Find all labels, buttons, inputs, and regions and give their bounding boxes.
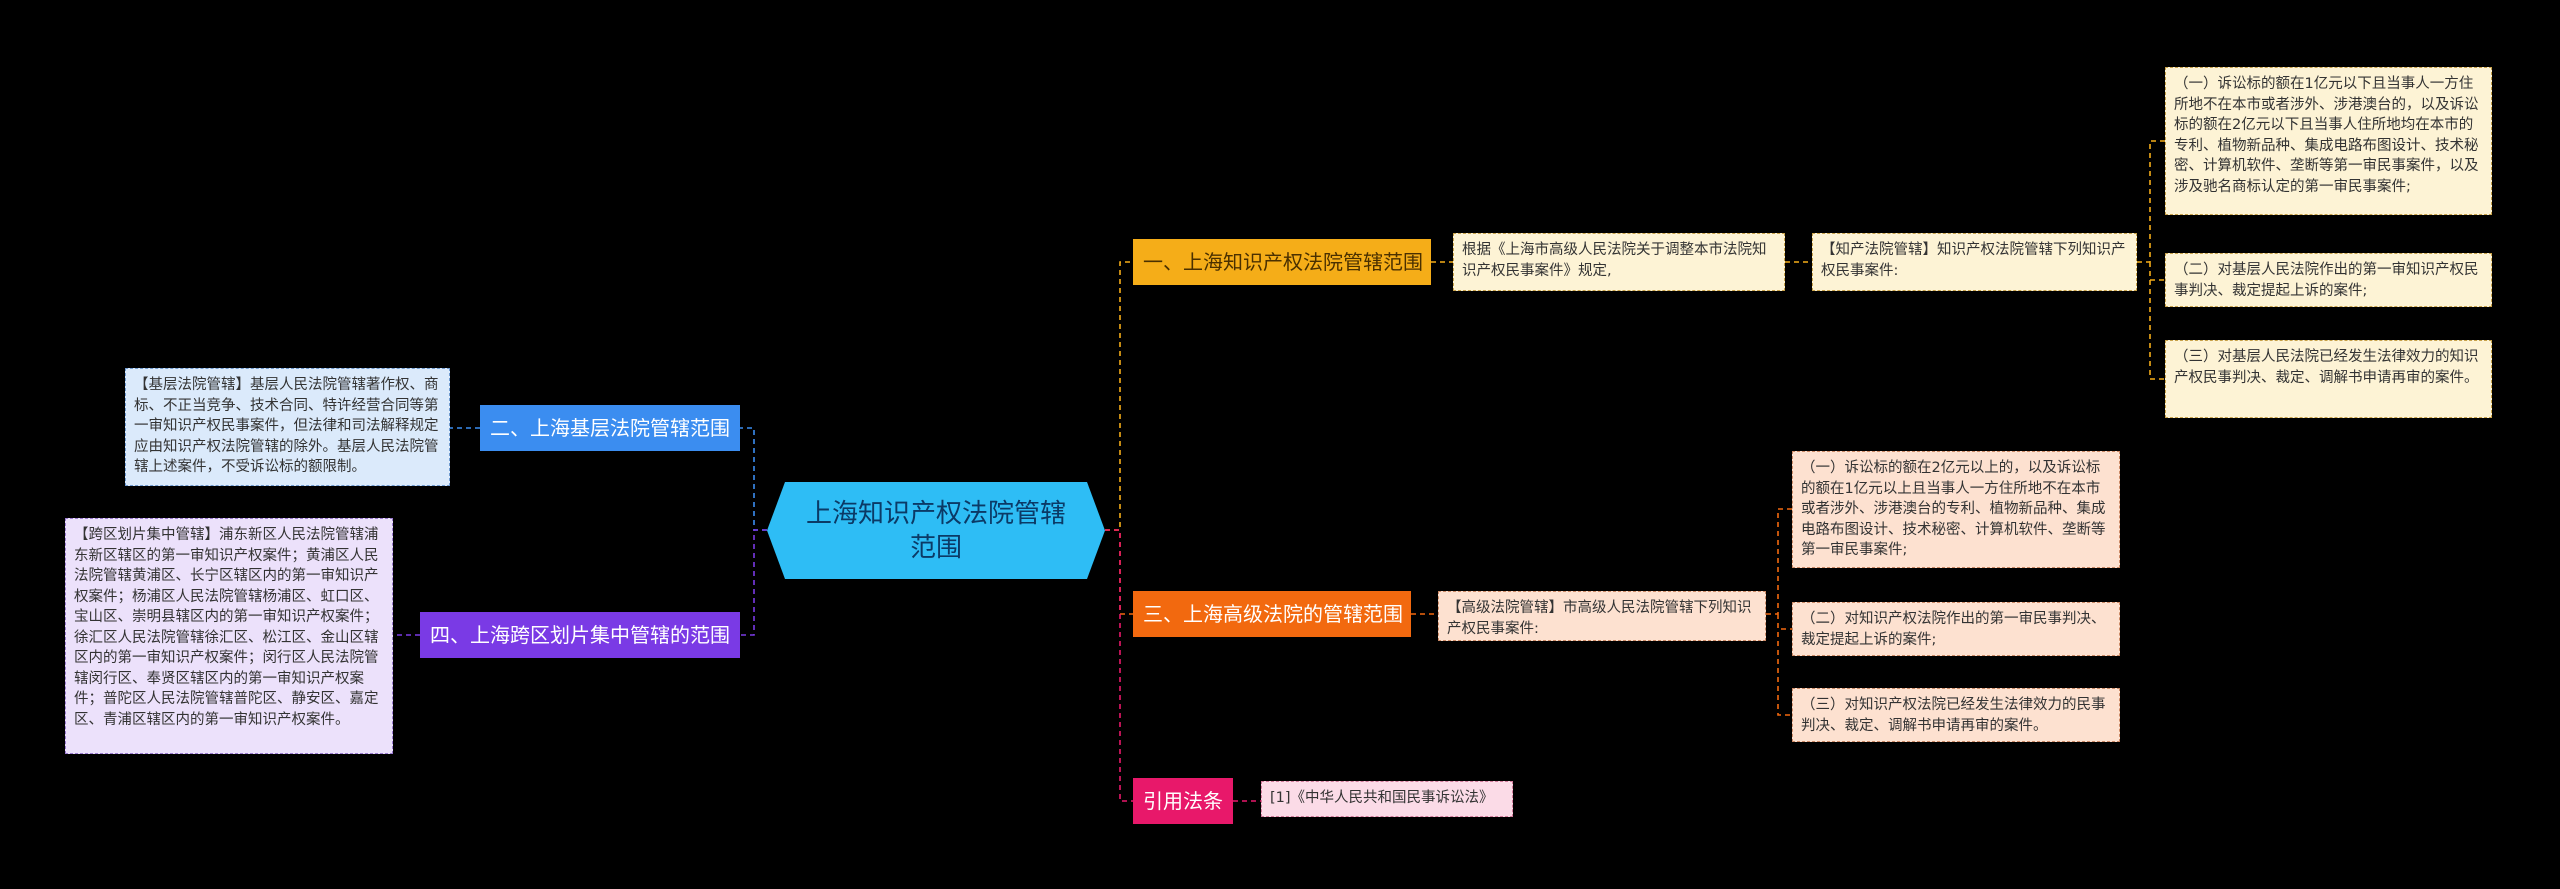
branch-high-court[interactable]: 三、上海高级法院的管辖范围 xyxy=(1133,591,1411,637)
link-center-b3 xyxy=(1105,529,1133,615)
link-center-b2 xyxy=(740,427,767,531)
leaf-cited-law[interactable]: [1]《中华人民共和国民事诉讼法》 xyxy=(1261,781,1513,817)
branch-cited-law[interactable]: 引用法条 xyxy=(1133,778,1233,824)
leaf-high-court-jurisdiction[interactable]: 【高级法院管辖】市高级人民法院管辖下列知识产权民事案件: xyxy=(1438,591,1766,641)
leaf-ip-court-item-2[interactable]: （二）对基层人民法院作出的第一审知识产权民事判决、裁定提起上诉的案件; xyxy=(2165,253,2492,307)
central-topic[interactable]: 上海知识产权法院管辖范围 xyxy=(767,482,1105,579)
leaf-high-court-item-1[interactable]: （一）诉讼标的额在2亿元以上的，以及诉讼标的额在1亿元以上且当事人一方住所地不在… xyxy=(1792,451,2120,568)
leaf-high-court-item-2[interactable]: （二）对知识产权法院作出的第一审民事判决、裁定提起上诉的案件; xyxy=(1792,602,2120,656)
branch-basic-court[interactable]: 二、上海基层法院管辖范围 xyxy=(480,405,740,451)
link-p1a-children xyxy=(2137,140,2165,380)
link-center-b4 xyxy=(740,529,767,636)
leaf-ip-court-basis[interactable]: 根据《上海市高级人民法院关于调整本市法院知识产权民事案件》规定, xyxy=(1453,233,1785,291)
leaf-cross-district-jurisdiction[interactable]: 【跨区划片集中管辖】浦东新区人民法院管辖浦东新区辖区的第一审知识产权案件；黄浦区… xyxy=(65,518,393,754)
link-center-b5 xyxy=(1105,529,1133,802)
leaf-high-court-item-3[interactable]: （三）对知识产权法院已经发生法律效力的民事判决、裁定、调解书申请再审的案件。 xyxy=(1792,688,2120,742)
branch-cross-district[interactable]: 四、上海跨区划片集中管辖的范围 xyxy=(420,612,740,658)
branch-ip-court[interactable]: 一、上海知识产权法院管辖范围 xyxy=(1133,239,1431,285)
leaf-basic-court-jurisdiction[interactable]: 【基层法院管辖】基层人民法院管辖著作权、商标、不正当竞争、技术合同、特许经营合同… xyxy=(125,368,450,486)
leaf-ip-court-item-3[interactable]: （三）对基层人民法院已经发生法律效力的知识产权民事判决、裁定、调解书申请再审的案… xyxy=(2165,340,2492,418)
central-topic-label: 上海知识产权法院管辖范围 xyxy=(805,498,1066,563)
leaf-ip-court-item-1[interactable]: （一）诉讼标的额在1亿元以下且当事人一方住所地不在本市或者涉外、涉港澳台的，以及… xyxy=(2165,67,2492,215)
link-p3-children xyxy=(1766,508,1792,716)
link-center-b1 xyxy=(1105,261,1133,531)
leaf-ip-court-jurisdiction[interactable]: 【知产法院管辖】知识产权法院管辖下列知识产权民事案件: xyxy=(1812,233,2137,291)
